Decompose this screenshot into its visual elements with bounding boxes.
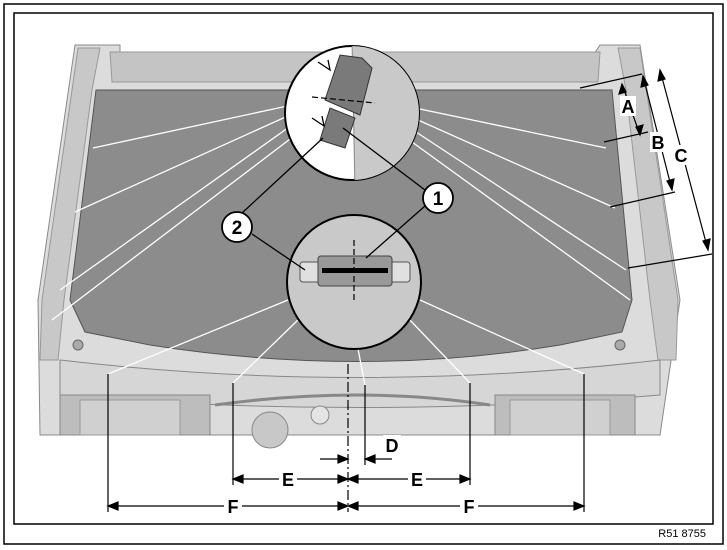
callout-part-1: 1 [342, 127, 454, 259]
dimension-label-c: C [675, 146, 688, 166]
callout-1-label: 1 [433, 189, 444, 210]
illustration-border [13, 12, 714, 525]
label-bg-c [673, 145, 689, 165]
label-bg-b [650, 132, 666, 152]
label-bg-e-left [279, 469, 297, 489]
dimension-label-b: B [652, 133, 665, 153]
side-dimensions [579, 68, 713, 269]
label-bg-f-left [224, 496, 242, 516]
dimension-label-e-left: E [282, 470, 294, 490]
dimension-label-e-right: E [411, 470, 423, 490]
mid-magnifier [286, 214, 422, 350]
label-bg-a [620, 96, 636, 116]
label-bg-f-right [460, 496, 478, 516]
dimension-label-f-left: F [228, 497, 239, 517]
callout-part-2: 2 [221, 137, 324, 271]
dimension-label-a: A [622, 97, 635, 117]
label-bg-e-right [408, 469, 426, 489]
label-bg-d [383, 435, 401, 455]
reference-code: R51 8755 [658, 528, 706, 540]
top-magnifier-leaders [51, 104, 631, 321]
callout-2-label: 2 [232, 218, 243, 239]
dimension-label-d: D [386, 436, 399, 456]
dimension-label-f-right: F [464, 497, 475, 517]
mid-magnifier-leaders [107, 299, 585, 386]
